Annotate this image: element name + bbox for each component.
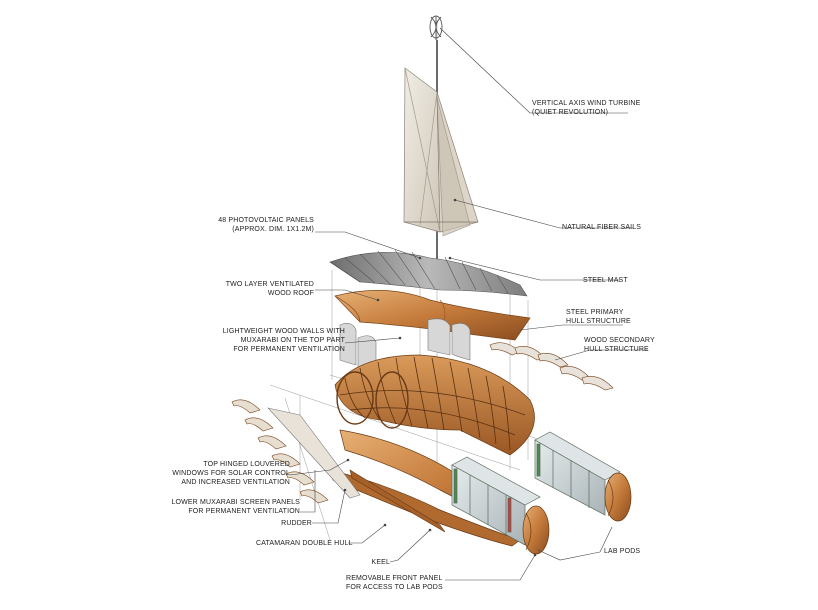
label-front-panel: REMOVABLE FRONT PANEL FOR ACCESS TO LAB … (346, 575, 443, 591)
label-rudder: RUDDER (281, 520, 312, 527)
wood-walls (339, 318, 471, 381)
label-steel-hull: STEEL PRIMARY HULL STRUCTURE (566, 309, 631, 325)
leader-lines (289, 27, 648, 581)
label-wood-walls: LIGHTWEIGHT WOOD WALLS WITH MUXARABI ON … (222, 328, 345, 353)
keel (349, 469, 446, 533)
label-lab-pods: LAB PODS (604, 548, 641, 555)
label-pv-panels: 48 PHOTOVOLTAIC PANELS (APPROX. DIM. 1x1… (218, 217, 314, 233)
lab-pods-right (534, 431, 632, 522)
label-wood-roof: TWO LAYER VENTILATED WOOD ROOF (225, 281, 314, 297)
wind-turbine (429, 15, 443, 40)
label-wind-turbine: VERTICAL AXIS WIND TURBINE (QUIET REVOLU… (532, 100, 641, 116)
sails (403, 67, 479, 237)
rudder (267, 407, 361, 499)
label-muxarabi-panels: LOWER MUXARABI SCREEN PANELS FOR PERMANE… (171, 499, 300, 515)
wood-hull-structure (334, 354, 535, 456)
pv-roof (329, 249, 528, 297)
louvered-windows (231, 399, 329, 504)
label-double-hull: CATAMARAN DOUBLE HULL (256, 540, 353, 547)
steel-hull-structure (489, 342, 614, 391)
leader-dots (343, 198, 537, 557)
label-sails: NATURAL FIBER SAILS (562, 224, 642, 231)
label-keel: KEEL (371, 559, 390, 566)
lab-pods-left (451, 456, 550, 555)
label-wood-hull: WOOD SECONDARY HULL STRUCTURE (584, 337, 655, 353)
label-steel-mast: STEEL MAST (583, 277, 628, 284)
label-louvered-windows: TOP HINGED LOUVERED WINDOWS FOR SOLAR CO… (172, 461, 290, 486)
